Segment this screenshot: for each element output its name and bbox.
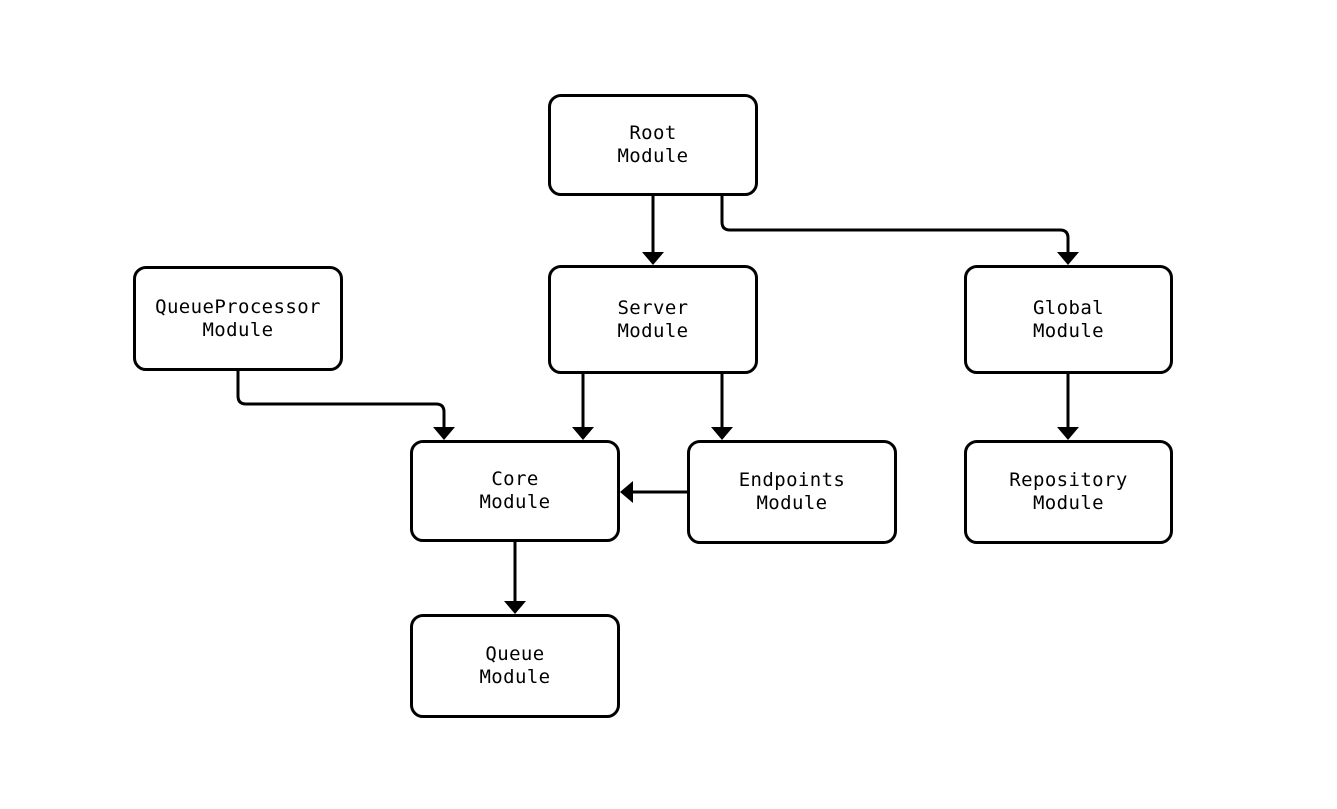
- arrowhead: [711, 427, 733, 440]
- arrowhead: [1057, 252, 1079, 265]
- node-global[interactable]: Global Module: [964, 265, 1173, 374]
- node-queueprocessor-label-line1: QueueProcessor: [155, 295, 321, 318]
- node-queueprocessor[interactable]: QueueProcessor Module: [133, 266, 343, 371]
- edge-endpoints-to-core: [620, 481, 687, 503]
- edge-core-to-queue: [504, 542, 526, 614]
- arrowhead: [1057, 427, 1079, 440]
- node-core-label-line2: Module: [479, 491, 551, 513]
- edge-queueprocessor-to-core: [236, 371, 455, 440]
- edge-server-to-endpoints: [711, 374, 733, 440]
- node-endpoints-label-line2: Module: [756, 492, 828, 514]
- node-root-label-line1: Root: [629, 122, 677, 144]
- node-repository-label-line1: Repository: [1009, 469, 1128, 491]
- edge-server-to-core: [572, 374, 594, 440]
- node-queue-label-line2: Module: [479, 666, 551, 688]
- node-repository[interactable]: Repository Module: [964, 440, 1173, 544]
- arrowhead: [504, 601, 526, 614]
- node-root-label-line2: Module: [617, 145, 689, 167]
- arrowhead: [620, 481, 633, 503]
- edge-root-to-server: [642, 196, 664, 265]
- node-queue[interactable]: Queue Module: [410, 614, 620, 718]
- node-repository-label-line2: Module: [1032, 492, 1105, 514]
- node-queue-label-line1: Queue: [485, 643, 545, 665]
- edge-root-to-global: [720, 196, 1079, 265]
- node-core-label-line1: Core: [491, 468, 539, 490]
- node-global-label-line1: Global: [1032, 296, 1105, 319]
- arrowhead: [572, 427, 594, 440]
- node-server[interactable]: Server Module: [548, 265, 758, 374]
- node-server-label-line2: Module: [617, 319, 689, 342]
- node-endpoints-label-line1: Endpoints: [738, 469, 846, 491]
- arrowhead: [433, 427, 455, 440]
- node-server-label-line1: Server: [617, 296, 689, 319]
- node-queueprocessor-label-line2: Module: [202, 318, 274, 341]
- node-core[interactable]: Core Module: [410, 440, 620, 542]
- node-endpoints[interactable]: Endpoints Module: [687, 440, 897, 544]
- arrowhead: [642, 252, 664, 265]
- edge-global-to-repository: [1057, 374, 1079, 440]
- node-global-label-line2: Module: [1032, 319, 1105, 342]
- node-root[interactable]: Root Module: [548, 94, 758, 196]
